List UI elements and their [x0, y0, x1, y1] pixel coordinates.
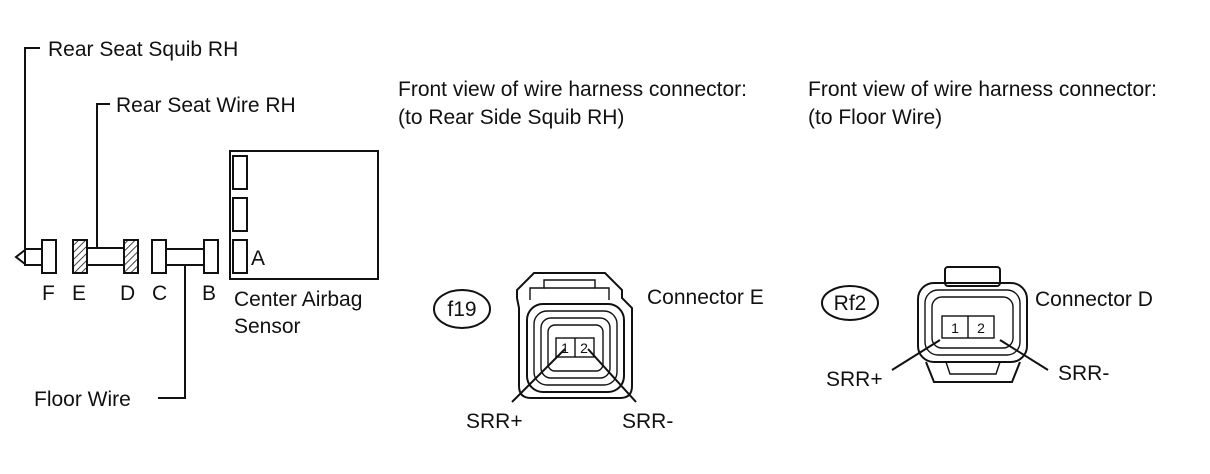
- rear-seat-wire-body: [86, 247, 125, 266]
- connector-d-inner-1: [924, 289, 1021, 356]
- connector-e-pin2-leader: [587, 348, 637, 403]
- connector-e-latch: [529, 279, 610, 300]
- connector-e-inner-2: [540, 317, 611, 379]
- panel-e-title-line2: (to Rear Side Squib RH): [398, 106, 624, 129]
- connector-f: [41, 239, 57, 274]
- connector-d-outline: [917, 282, 1028, 363]
- connector-d-pin-2: 2: [977, 320, 985, 336]
- harness-layout: Rear Seat Squib RH Rear Seat Wire RH Flo…: [14, 38, 379, 411]
- connector-b-label: B: [202, 282, 216, 305]
- center-airbag-sensor-body: [229, 150, 379, 280]
- sensor-label-line2: Sensor: [234, 315, 301, 338]
- connector-d-pin1-leader: [891, 339, 941, 371]
- connector-d-code: Rf2: [834, 292, 867, 315]
- connector-e-label: E: [72, 282, 86, 305]
- connector-d: [123, 239, 139, 274]
- connector-d-inner-2: [931, 296, 1014, 349]
- connector-e-pin1-leader: [511, 348, 566, 403]
- sensor-port-1: [232, 155, 248, 190]
- connector-e-inner-1: [533, 310, 618, 386]
- connector-e-pin-2: 2: [580, 340, 588, 356]
- squib-tip: [14, 249, 26, 265]
- connector-d-lower-lock: [925, 361, 1021, 383]
- sensor-port-2: [232, 197, 248, 232]
- connector-c: [151, 239, 167, 274]
- connector-d-pin2-label: SRR-: [1058, 362, 1109, 385]
- floor-wire-label: Floor Wire: [34, 388, 131, 411]
- connector-f-label: F: [42, 282, 55, 305]
- connector-d-pin1-label: SRR+: [826, 368, 883, 391]
- sensor-label-line1: Center Airbag: [234, 288, 362, 311]
- connector-e-inner-3: [547, 324, 604, 372]
- connector-e-pin-1: 1: [561, 340, 569, 356]
- connector-e-code: f19: [447, 298, 476, 321]
- connector-d-pin2-leader: [999, 339, 1049, 371]
- rear-seat-wire-label: Rear Seat Wire RH: [116, 94, 296, 117]
- panel-d-title-line1: Front view of wire harness connector:: [808, 78, 1157, 101]
- floor-wire-body: [165, 248, 205, 266]
- connector-d-panel: Front view of wire harness connector: (t…: [808, 78, 1157, 391]
- connector-c-label: C: [152, 282, 167, 305]
- connector-d-name: Connector D: [1035, 288, 1153, 311]
- connector-e-pin1-label: SRR+: [466, 410, 523, 433]
- connector-e-panel: Front view of wire harness connector: (t…: [398, 78, 764, 433]
- connector-d-latch: [944, 266, 1001, 287]
- rear-seat-squib-leader: [24, 47, 40, 250]
- connector-e-code-oval: [433, 289, 491, 329]
- squib-body: [24, 248, 43, 266]
- connector-b: [203, 239, 219, 274]
- panel-d-title-line2: (to Floor Wire): [808, 106, 942, 129]
- rear-seat-squib-label: Rear Seat Squib RH: [48, 38, 238, 61]
- connector-a-label: A: [251, 247, 265, 270]
- panel-e-title-line1: Front view of wire harness connector:: [398, 78, 747, 101]
- connector-e-name: Connector E: [647, 286, 764, 309]
- connector-a: [232, 239, 248, 274]
- connector-d-pin-1: 1: [951, 320, 959, 336]
- connector-e-shroud: [526, 303, 625, 393]
- connector-d-code-oval: [821, 285, 879, 321]
- connector-d-label: D: [120, 282, 135, 305]
- connector-e: [72, 239, 88, 274]
- connector-e-outline: [516, 272, 633, 399]
- rear-seat-wire-leader: [96, 103, 110, 250]
- connector-e-pin2-label: SRR-: [622, 410, 673, 433]
- connector-d-lock-tab: [945, 361, 1001, 375]
- floor-wire-leader: [158, 265, 186, 399]
